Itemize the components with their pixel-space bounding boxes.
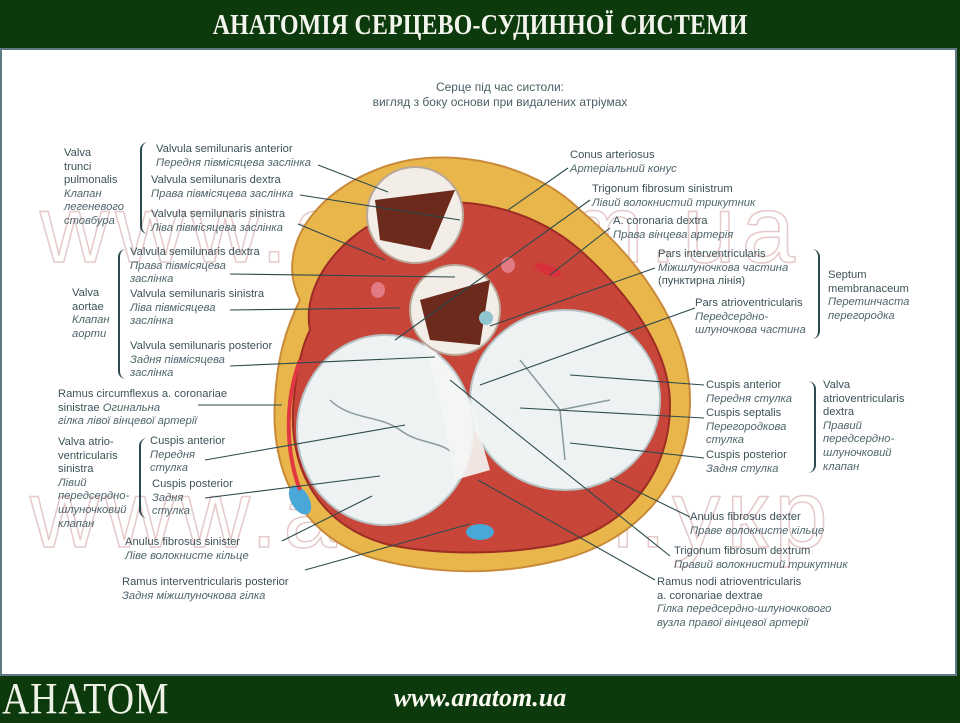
label-ramus-circumflexus: Ramus circumflexus a. coronariae sinistr… bbox=[58, 388, 228, 428]
brace-valva-av-dextra bbox=[808, 381, 816, 473]
page-title: АНАТОМІЯ СЕРЦЕВО-СУДИННОЇ СИСТЕМИ bbox=[212, 9, 748, 41]
label-trigonum-fibrosum-sinistrum: Trigonum fibrosum sinistrum Лівий волокн… bbox=[592, 183, 756, 209]
label-valvula-posterior-aortae: Valvula semilunaris posterior Задня півм… bbox=[130, 340, 273, 380]
label-trigonum-fibrosum-dextrum: Trigonum fibrosum dextrum Правий волокни… bbox=[674, 545, 848, 571]
caption-line-1: Серце під час систоли: bbox=[435, 80, 565, 94]
label-valvula-dextra-aortae: Valvula semilunaris dextra Права півміся… bbox=[130, 246, 260, 286]
figure-caption: Серце під час систоли: вигляд з боку осн… bbox=[340, 80, 660, 110]
label-cuspis-anterior-dextra: Cuspis anterior Передня стулка bbox=[706, 379, 793, 405]
label-pars-atrioventricularis: Pars atrioventricularis Передсердно- шлу… bbox=[695, 297, 806, 337]
brace-valva-aortae bbox=[118, 249, 126, 379]
label-septum-membranaceum: Septum membranaceum Перетинчаста перегор… bbox=[828, 269, 910, 322]
label-anulus-fibrosus-dexter: Anulus fibrosus dexter Праве волокнисте … bbox=[690, 511, 825, 537]
label-cuspis-septalis: Cuspis septalis Перегородкова стулка bbox=[706, 407, 787, 447]
label-valvula-anterior-pulm: Valvula semilunaris anterior Передня пів… bbox=[156, 143, 311, 169]
label-valvula-sinistra-aortae: Valvula semilunaris sinistra Ліва півміс… bbox=[130, 288, 265, 328]
label-cuspis-posterior-sinistra: Cuspis posterior Задня стулка bbox=[152, 478, 233, 518]
page-header: АНАТОМІЯ СЕРЦЕВО-СУДИННОЇ СИСТЕМИ bbox=[0, 0, 960, 48]
brace-valva-av-sinistra bbox=[139, 438, 147, 518]
label-anulus-fibrosus-sinister: Anulus fibrosus sinister Ліве волокнисте… bbox=[125, 536, 249, 562]
label-valva-aortae: Valva aortae Клапан аорти bbox=[72, 287, 110, 340]
page-footer: АНАТОМ www.anatom.ua bbox=[0, 674, 960, 723]
label-valva-av-dextra: Valva atrioventricularis dextra Правий п… bbox=[823, 379, 905, 473]
anatom-logo: АНАТОМ bbox=[2, 674, 170, 723]
label-valvula-dextra-pulm: Valvula semilunaris dextra Права півміся… bbox=[151, 174, 294, 200]
label-cuspis-posterior-dextra: Cuspis posterior Задня стулка bbox=[706, 449, 787, 475]
label-cuspis-anterior-sinistra: Cuspis anterior Передня стулка bbox=[150, 435, 226, 475]
brace-septum bbox=[812, 249, 820, 339]
brace-valva-trunci bbox=[140, 142, 148, 234]
label-ramus-nodi-av: Ramus nodi atrioventricularis a. coronar… bbox=[657, 576, 832, 629]
label-a-coronaria-dextra: A. coronaria dextra Права вінцева артері… bbox=[613, 215, 734, 241]
label-conus-arteriosus: Conus arteriosus Артеріальний конус bbox=[570, 149, 677, 175]
caption-line-2: вигляд з боку основи при видалених атріу… bbox=[372, 95, 628, 109]
label-ramus-interventricularis-posterior: Ramus interventricularis posterior Задня… bbox=[122, 576, 289, 602]
label-valva-trunci-pulmonalis: Valva trunci pulmonalis Клапан легеневог… bbox=[64, 147, 124, 227]
label-pars-interventricularis: Pars interventricularis Міжшлуночкова ча… bbox=[658, 248, 789, 288]
label-valva-av-sinistra: Valva atrio- ventricularis sinistra Ліви… bbox=[58, 436, 130, 530]
footer-url-link[interactable]: www.anatom.ua bbox=[393, 683, 567, 712]
label-valvula-sinistra-pulm: Valvula semilunaris sinistra Ліва півміс… bbox=[151, 208, 286, 234]
